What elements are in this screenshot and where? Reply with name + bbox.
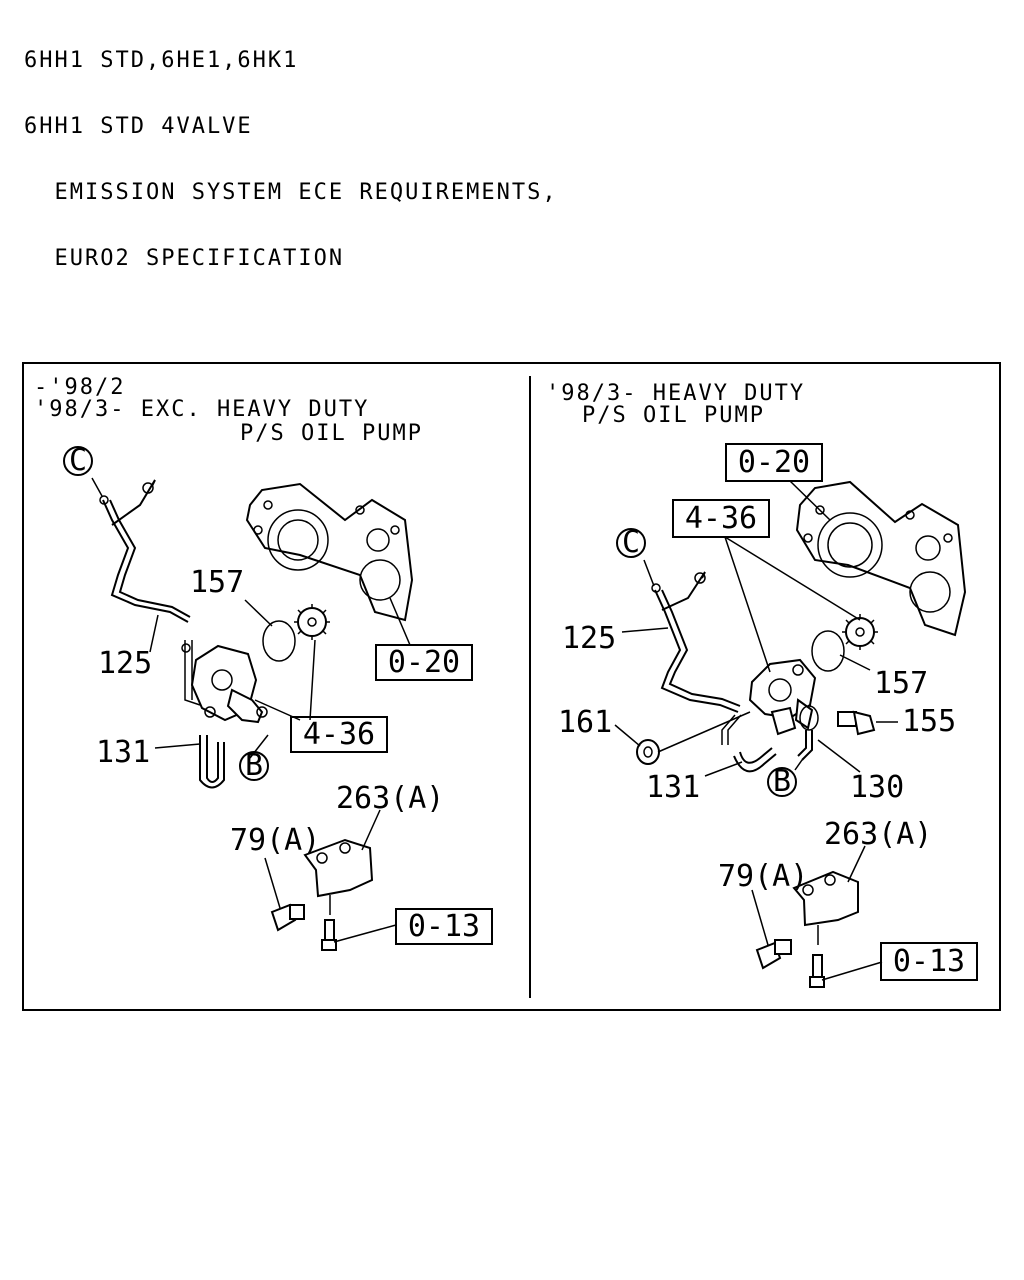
left-callout-b: B xyxy=(245,748,263,783)
right-o-ring xyxy=(811,630,845,672)
right-panel: '98/3- HEAVY DUTY P/S OIL PUMP xyxy=(546,381,978,988)
left-ps-pump xyxy=(190,644,268,724)
header-line-4: EURO2 SPECIFICATION xyxy=(24,246,345,271)
header-line-2: 6HH1 STD 4VALVE xyxy=(24,114,253,139)
right-callout-b: B xyxy=(773,764,791,799)
right-label-155: 155 xyxy=(902,704,956,739)
right-caption-2: P/S OIL PUMP xyxy=(582,403,765,428)
right-label-131: 131 xyxy=(646,770,700,805)
right-bolt-79 xyxy=(755,939,792,970)
left-callout-c: C xyxy=(69,443,87,478)
left-timing-plate xyxy=(245,482,414,622)
left-caption-2: '98/3- EXC. HEAVY DUTY xyxy=(34,397,369,422)
left-label-263: 263(A) xyxy=(336,781,444,816)
left-callout-b-circle xyxy=(239,751,269,781)
left-label-125: 125 xyxy=(98,646,152,681)
right-label-157: 157 xyxy=(874,666,928,701)
header-line-1: 6HH1 STD,6HE1,6HK1 xyxy=(24,48,299,73)
left-bolt-013 xyxy=(321,919,337,951)
header-line-3: EMISSION SYSTEM ECE REQUIREMENTS, xyxy=(24,180,558,205)
right-callout-c: C xyxy=(622,525,640,560)
left-ref-020-box xyxy=(375,644,473,681)
right-callout-b-circle xyxy=(767,767,797,797)
right-oil-pipe xyxy=(651,571,742,745)
left-ref-013: 0-13 xyxy=(408,909,480,944)
left-ref-436-box xyxy=(290,716,388,753)
right-nut-161 xyxy=(636,739,660,765)
left-label-79: 79(A) xyxy=(230,823,320,858)
left-callout-c-circle xyxy=(63,446,93,476)
left-gear xyxy=(294,604,330,640)
left-oil-pipe xyxy=(99,479,201,706)
left-o-ring xyxy=(262,620,296,662)
right-label-130: 130 xyxy=(850,770,904,805)
left-hose xyxy=(199,735,225,789)
right-bolt-155 xyxy=(837,710,876,736)
right-ref-020-box xyxy=(725,443,823,482)
left-panel: -'98/2 '98/3- EXC. HEAVY DUTY P/S OIL PU… xyxy=(34,375,493,951)
right-label-263: 263(A) xyxy=(824,817,932,852)
right-bolt-013 xyxy=(809,954,825,988)
right-timing-plate xyxy=(795,480,967,637)
left-bracket xyxy=(303,838,374,915)
right-gear xyxy=(842,614,878,650)
right-pipe-130 xyxy=(797,730,807,757)
left-caption-1: -'98/2 xyxy=(34,375,125,400)
right-bracket xyxy=(792,870,859,945)
left-ref-013-box xyxy=(395,908,493,945)
right-ref-436: 4-36 xyxy=(685,501,757,536)
right-ref-436-box xyxy=(672,499,770,538)
left-bolt-79 xyxy=(270,903,305,932)
right-ref-013: 0-13 xyxy=(893,944,965,979)
right-label-125: 125 xyxy=(562,621,616,656)
left-ref-436: 4-36 xyxy=(303,717,375,752)
right-ps-pump xyxy=(748,658,817,736)
header-block: 6HH1 STD,6HE1,6HK1 6HH1 STD 4VALVE EMISS… xyxy=(24,6,558,292)
right-caption-1: '98/3- HEAVY DUTY xyxy=(546,381,805,406)
right-hose xyxy=(739,747,773,764)
right-ref-020: 0-20 xyxy=(738,445,810,480)
left-ref-020: 0-20 xyxy=(388,645,460,680)
left-label-157: 157 xyxy=(190,565,244,600)
diagram-frame xyxy=(22,362,1001,1011)
left-caption-3: P/S OIL PUMP xyxy=(240,421,423,446)
right-callout-c-circle xyxy=(616,528,646,558)
right-label-79: 79(A) xyxy=(718,859,808,894)
right-ref-013-box xyxy=(880,942,978,981)
right-label-161: 161 xyxy=(558,705,612,740)
left-label-131: 131 xyxy=(96,735,150,770)
